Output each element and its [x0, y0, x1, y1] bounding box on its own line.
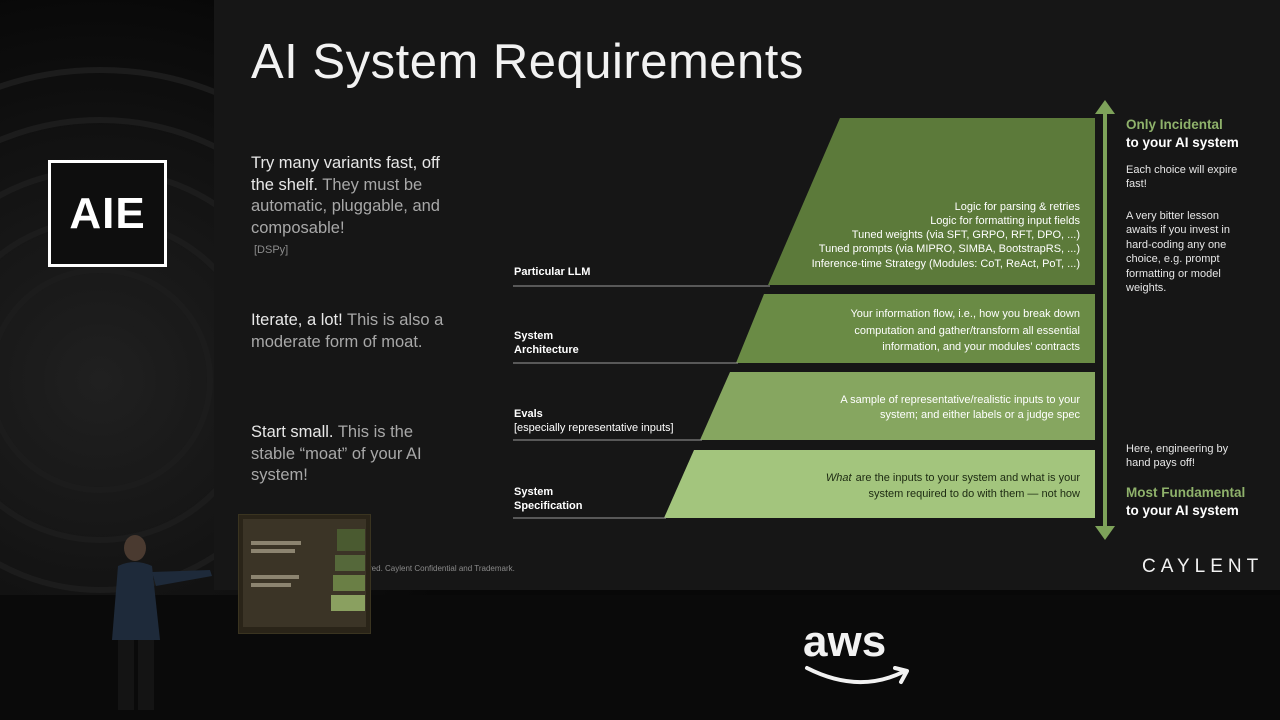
slide-title: AI System Requirements — [251, 35, 804, 89]
aie-logo: AIE — [48, 160, 167, 267]
arrow-down-icon — [1095, 526, 1115, 540]
tier-spec-text-italic: What — [826, 472, 853, 484]
tier-llm-shape — [768, 118, 1095, 285]
aws-logo-text: aws — [803, 617, 887, 666]
confidential-footer: red. Caylent Confidential and Trademark. — [369, 564, 515, 573]
tier-llm-text-4: Tuned prompts (via MIPRO, SIMBA, Bootstr… — [819, 243, 1080, 255]
point-variants-source: [DSPy] — [254, 244, 289, 256]
caylent-logo: CAYLENT — [1142, 556, 1264, 577]
point-start-small-rest: This is the stable “moat” of your AI sys… — [251, 423, 422, 484]
fundamental-heading: Most Fundamental to your AI system — [1126, 484, 1266, 520]
point-variants: Try many variants fast, off the shelf. T… — [251, 153, 451, 257]
stage-monitor-screen — [243, 519, 366, 627]
tier-evals-text-1: A sample of representative/realistic inp… — [840, 394, 1080, 406]
point-start-small: Start small. This is the stable “moat” o… — [251, 422, 451, 487]
tier-llm-text-2: Logic for formatting input fields — [930, 215, 1080, 227]
point-variants-rest: They must be automatic, pluggable, and c… — [251, 175, 440, 237]
tier-architecture-shape — [736, 294, 1095, 363]
incidental-heading-line1: Only Incidental — [1126, 117, 1223, 132]
speaker-silhouette — [112, 535, 212, 710]
tier-architecture-label-1: System — [514, 330, 553, 342]
tier-evals-label-2: [especially representative inputs] — [514, 422, 674, 434]
tier-architecture-text-1: Your information flow, i.e., how you bre… — [850, 308, 1080, 320]
note-bitter-lesson: A very bitter lesson awaits if you inves… — [1126, 210, 1230, 295]
tier-llm-text-5: Inference-time Strategy (Modules: CoT, R… — [812, 258, 1080, 270]
stage-monitor — [238, 514, 371, 634]
point-iterate-rest: This is also a moderate form of moat. — [251, 311, 444, 351]
incidental-heading: Only Incidental to your AI system — [1126, 116, 1266, 152]
tier-llm-text-1: Logic for parsing & retries — [955, 201, 1081, 213]
arrow-up-icon — [1095, 100, 1115, 114]
note-expire: Each choice will expire fast! — [1126, 164, 1238, 191]
aie-logo-text: AIE — [69, 188, 146, 238]
note-engineering: Here, engineering by hand pays off! — [1126, 443, 1229, 470]
tier-architecture-label-2: Architecture — [514, 344, 579, 356]
point-start-small-strong: Start small. — [251, 423, 334, 441]
incidental-heading-line2: to your AI system — [1126, 135, 1239, 150]
tier-architecture-text-3: information, and your modules’ contracts — [882, 341, 1080, 353]
tier-llm-label: Particular LLM — [514, 266, 590, 278]
aws-logo: aws — [803, 620, 913, 692]
fundamental-heading-line2: to your AI system — [1126, 503, 1239, 518]
tier-spec-text-2: system required to do with them — not ho… — [868, 488, 1080, 500]
tier-evals-text-2: system; and either labels or a judge spe… — [880, 409, 1080, 421]
tier-spec-text-1-rest: are the inputs to your system and what i… — [856, 472, 1081, 484]
tier-evals-label-1: Evals — [514, 408, 543, 420]
aws-smile-icon — [805, 666, 909, 685]
tier-evals-shape — [700, 372, 1095, 440]
tier-architecture-text-2: computation and gather/transform all ess… — [854, 325, 1080, 337]
point-iterate-strong: Iterate, a lot! — [251, 311, 343, 329]
fundamental-heading-line1: Most Fundamental — [1126, 485, 1246, 500]
tier-spec-shape — [664, 450, 1095, 518]
point-variants-strong: Try many variants fast, off the shelf. — [251, 154, 440, 194]
tier-llm-text-3: Tuned weights (via SFT, GRPO, RFT, DPO, … — [852, 229, 1080, 241]
tier-spec-label-2: Specification — [514, 500, 583, 512]
point-iterate: Iterate, a lot! This is also a moderate … — [251, 310, 451, 353]
tier-spec-label-1: System — [514, 486, 553, 498]
